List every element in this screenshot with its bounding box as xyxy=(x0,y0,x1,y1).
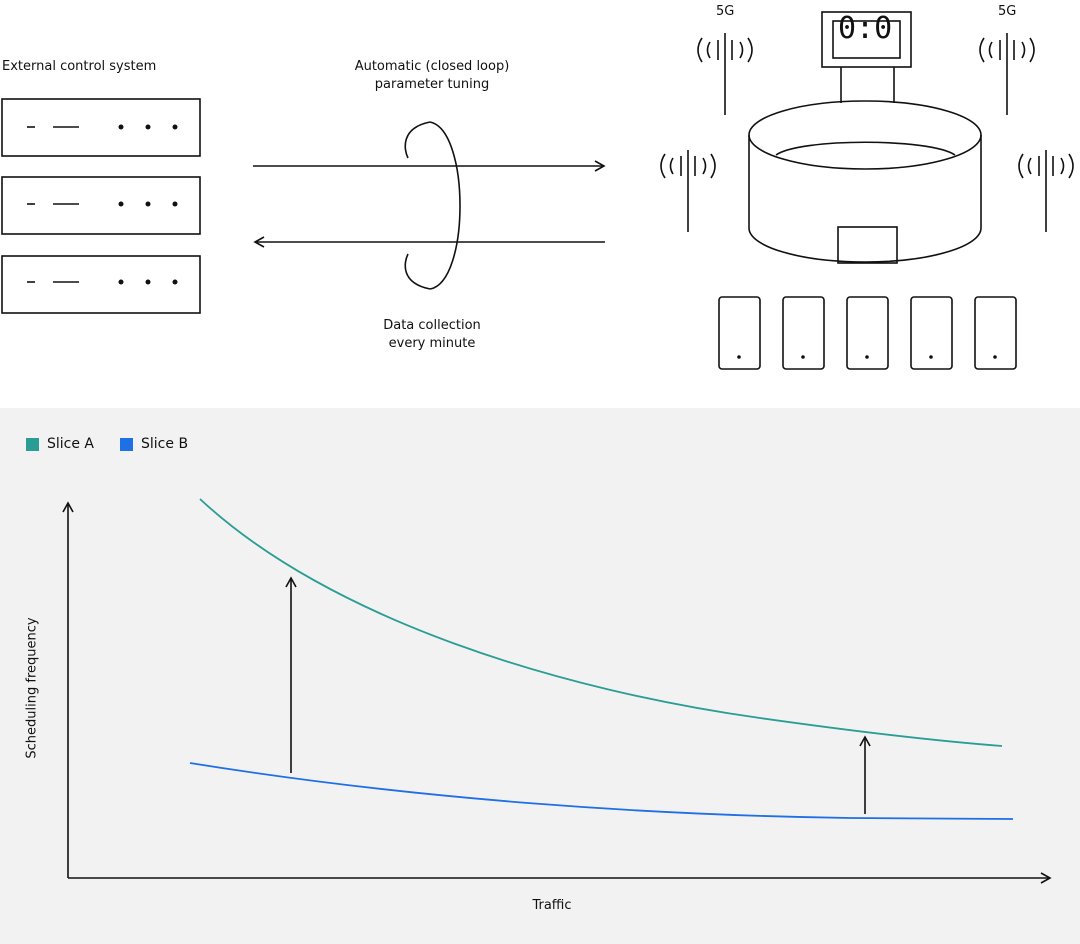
data-collection-label: Data collection every minute xyxy=(383,317,481,353)
phones-row xyxy=(718,296,1017,370)
scoreboard xyxy=(821,11,912,68)
server-unit xyxy=(1,176,201,235)
phone-icon xyxy=(782,296,825,370)
legend-label-slice-a: Slice A xyxy=(47,436,95,452)
slice-b-curve xyxy=(189,762,1014,820)
y-axis-label: Scheduling frequency xyxy=(24,617,40,759)
x-axis-label: Traffic xyxy=(532,898,572,913)
server-status-dots xyxy=(118,124,178,285)
badge-5g-left: 5G xyxy=(716,4,735,19)
antenna-icon xyxy=(979,33,1035,115)
legend-label-slice-b: Slice B xyxy=(141,436,189,452)
increase-arrows xyxy=(285,576,871,814)
slice-a-swatch xyxy=(26,437,39,451)
antenna-icon xyxy=(697,33,753,115)
phone-buttons xyxy=(737,355,997,359)
data-label-line1: Data collection xyxy=(383,318,481,333)
network-diagram-panel xyxy=(0,0,1080,408)
tuning-label-line1: Automatic (closed loop) xyxy=(354,59,510,74)
phone-icon xyxy=(718,296,761,370)
server-unit xyxy=(1,255,201,314)
stadium-icon xyxy=(748,11,982,264)
tuning-label: Automatic (closed loop) parameter tuning xyxy=(355,58,510,94)
external-control-label: External control system xyxy=(2,59,157,74)
badge-5g-right: 5G xyxy=(998,4,1017,19)
phone-icon xyxy=(974,296,1017,370)
chart-axes xyxy=(62,501,1052,884)
closed-loop xyxy=(253,121,606,290)
slice-a-curve xyxy=(199,498,1003,747)
legend: Slice A Slice B xyxy=(26,436,214,452)
server-rack xyxy=(1,98,201,314)
scoreboard-score: 0:0 xyxy=(838,11,893,46)
slice-b-swatch xyxy=(120,437,134,451)
chart-panel: Slice A Slice B xyxy=(0,408,1080,944)
loop-ring-icon xyxy=(429,121,461,290)
legend-item-slice-b: Slice B xyxy=(120,436,188,452)
data-label-line2: every minute xyxy=(388,336,476,351)
server-unit xyxy=(1,98,201,157)
antenna-icon xyxy=(1018,150,1074,232)
tuning-label-line2: parameter tuning xyxy=(374,77,490,92)
phone-icon xyxy=(846,296,889,370)
legend-item-slice-a: Slice A xyxy=(26,436,94,452)
phone-icon xyxy=(910,296,953,370)
antenna-icon xyxy=(660,150,716,232)
